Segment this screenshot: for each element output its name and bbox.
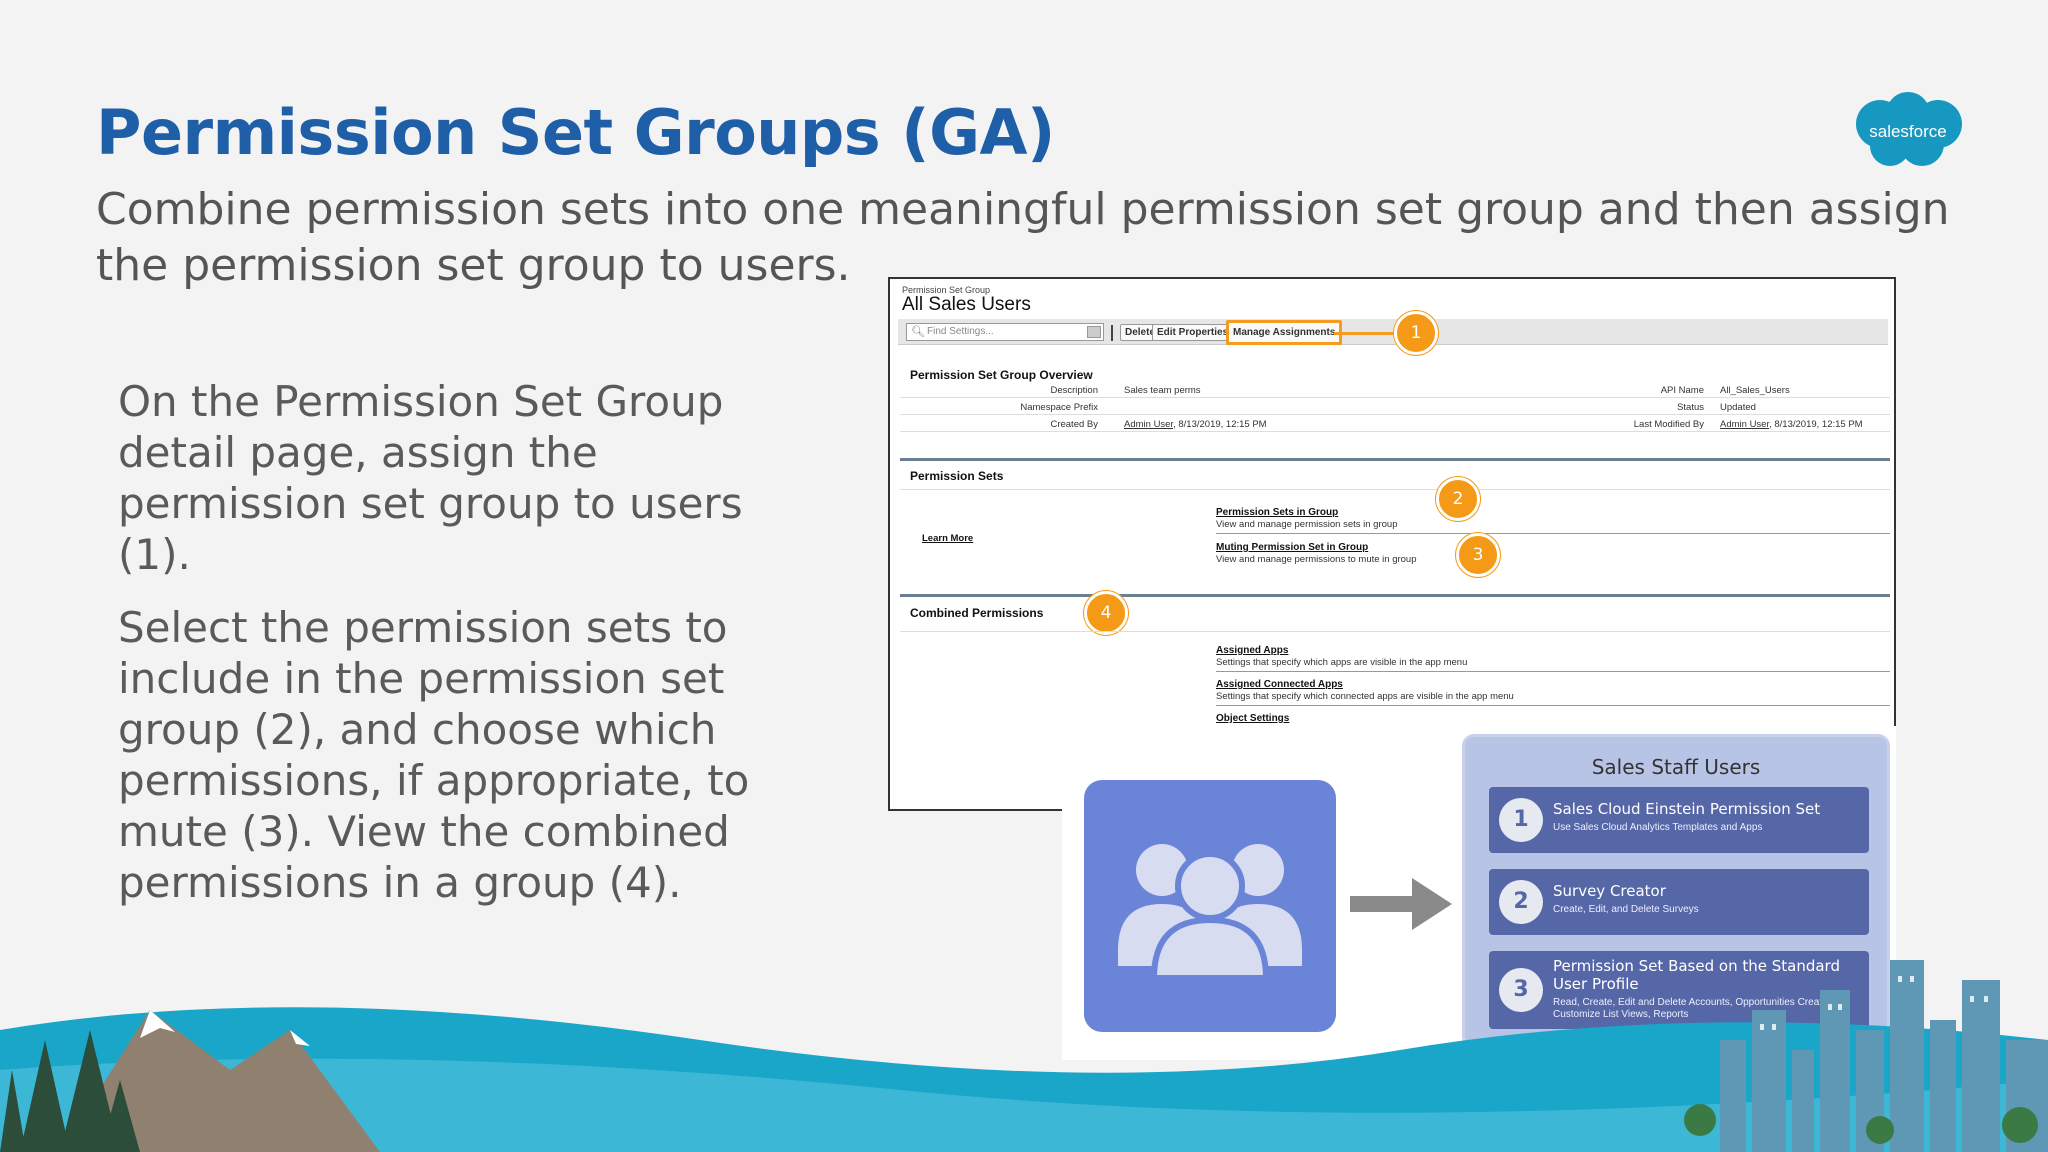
body-paragraph-1: On the Permission Set Group detail page,… — [118, 377, 743, 579]
breadcrumb: Permission Set Group — [902, 285, 991, 295]
item-number: 3 — [1499, 968, 1543, 1012]
page-heading: All Sales Users — [902, 294, 1031, 315]
permission-set-group-illustration: Sales Staff Users 1 Sales Cloud Einstein… — [1062, 726, 1896, 1060]
row-divider — [900, 431, 1890, 432]
slide-title: Permission Set Groups (GA) — [96, 96, 1055, 169]
item-name: Permission Set Based on the Standard Use… — [1553, 957, 1840, 993]
combined-permissions-title: Combined Permissions — [910, 606, 1044, 620]
permission-set-group-screenshot: Permission Set Group All Sales Users 🔍︎ … — [888, 277, 1896, 811]
item-name: Survey Creator — [1553, 882, 1666, 900]
find-settings-input[interactable]: 🔍︎ Find Settings... — [906, 323, 1104, 341]
row-divider — [1216, 533, 1890, 534]
permission-set-item: 1 Sales Cloud Einstein Permission Set Us… — [1489, 787, 1869, 853]
salesforce-logo: salesforce — [1856, 92, 1962, 166]
api-name-value: All_Sales_Users — [1720, 385, 1790, 396]
muting-permission-set-desc: View and manage permissions to mute in g… — [1216, 554, 1417, 565]
delete-button[interactable]: Delete — [1120, 324, 1161, 341]
last-modified-value: Admin User, 8/13/2019, 12:15 PM — [1720, 419, 1863, 430]
row-divider — [900, 489, 1890, 490]
row-divider — [1216, 671, 1890, 672]
callout-badge-2: 2 — [1436, 477, 1480, 521]
callout-line-1 — [1334, 332, 1394, 335]
row-divider — [900, 397, 1890, 398]
clear-icon[interactable] — [1087, 326, 1101, 338]
permission-sets-in-group-link[interactable]: Permission Sets in Group — [1216, 507, 1339, 518]
logo-text: salesforce — [1869, 122, 1946, 141]
slide-subtitle: Combine permission sets into one meaning… — [96, 184, 1950, 291]
edit-properties-button[interactable]: Edit Properties — [1152, 324, 1234, 341]
search-icon: 🔍︎ — [911, 326, 925, 338]
api-name-label: API Name — [1660, 385, 1704, 396]
item-number: 2 — [1499, 880, 1543, 924]
item-name: Sales Cloud Einstein Permission Set — [1553, 800, 1821, 818]
row-divider — [900, 414, 1890, 415]
user-group-tile — [1084, 780, 1336, 1032]
created-by-label: Created By — [1050, 419, 1098, 430]
last-modified-label: Last Modified By — [1633, 419, 1704, 430]
callout-badge-3: 3 — [1456, 533, 1500, 577]
last-modified-user-link[interactable]: Admin User — [1720, 419, 1770, 430]
user-group-icon — [1118, 844, 1302, 981]
last-modified-date: , 8/13/2019, 12:15 PM — [1769, 419, 1863, 430]
callout-badge-1: 1 — [1394, 311, 1438, 355]
status-label: Status — [1677, 402, 1704, 413]
find-settings-placeholder: Find Settings... — [927, 326, 994, 337]
permission-sets-title: Permission Sets — [910, 469, 1004, 483]
assigned-connected-apps-desc: Settings that specify which connected ap… — [1216, 691, 1514, 702]
assigned-apps-link[interactable]: Assigned Apps — [1216, 645, 1289, 656]
item-description: Use Sales Cloud Analytics Templates and … — [1553, 822, 1763, 833]
namespace-label: Namespace Prefix — [1020, 402, 1098, 413]
created-by-value: Admin User, 8/13/2019, 12:15 PM — [1124, 419, 1267, 430]
section-bar — [900, 594, 1890, 597]
overview-title: Permission Set Group Overview — [910, 368, 1093, 382]
item-description: Create, Edit, and Delete Surveys — [1553, 904, 1699, 915]
arrow-right-icon — [1350, 878, 1452, 930]
assigned-connected-apps-link[interactable]: Assigned Connected Apps — [1216, 679, 1343, 690]
toolbar-divider — [1111, 325, 1113, 341]
row-divider — [900, 631, 1890, 632]
learn-more-link[interactable]: Learn More — [922, 533, 974, 544]
assigned-apps-desc: Settings that specify which apps are vis… — [1216, 657, 1468, 668]
permission-set-item: 3 Permission Set Based on the Standard U… — [1489, 951, 1869, 1029]
permission-set-item: 2 Survey Creator Create, Edit, and Delet… — [1489, 869, 1869, 935]
section-bar — [900, 458, 1890, 461]
body-text: On the Permission Set Group detail page,… — [118, 376, 818, 930]
permission-sets-in-group-desc: View and manage permission sets in group — [1216, 519, 1398, 530]
muting-permission-set-link[interactable]: Muting Permission Set in Group — [1216, 542, 1369, 553]
row-divider — [1216, 705, 1890, 706]
body-paragraph-2: Select the permission sets to include in… — [118, 603, 750, 907]
status-value: Updated — [1720, 402, 1756, 413]
landscape-illustration — [0, 960, 2048, 1152]
object-settings-link[interactable]: Object Settings — [1216, 713, 1290, 724]
created-by-user-link[interactable]: Admin User — [1124, 419, 1174, 430]
item-number: 1 — [1499, 798, 1543, 842]
manage-assignments-button[interactable]: Manage Assignments — [1226, 320, 1343, 345]
created-by-date: , 8/13/2019, 12:15 PM — [1173, 419, 1267, 430]
description-value: Sales team perms — [1124, 385, 1201, 396]
item-description: Read, Create, Edit and Delete Accounts, … — [1553, 997, 1848, 1020]
callout-badge-4: 4 — [1084, 591, 1128, 635]
description-label: Description — [1050, 385, 1098, 396]
sales-staff-users-group: Sales Staff Users 1 Sales Cloud Einstein… — [1462, 734, 1890, 1048]
group-title: Sales Staff Users — [1591, 755, 1761, 779]
